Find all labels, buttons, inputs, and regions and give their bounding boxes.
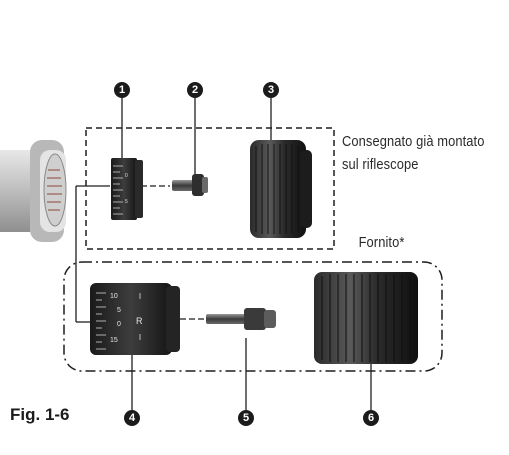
callout-badge-6: 6 [363, 410, 379, 426]
upper-dial-part [111, 158, 143, 220]
callout-badge-4: 4 [124, 410, 140, 426]
lower-dial-markings: 10 5 0 15 R [110, 293, 143, 344]
long-screw-part [206, 308, 276, 330]
lower-dial-mark: R [136, 316, 143, 326]
small-screw-part [172, 174, 208, 196]
callout-badge-3: 3 [263, 82, 279, 98]
upper-dial-mark: 5 [125, 199, 128, 205]
lower-dial-part [90, 283, 180, 355]
riflescope-body [0, 140, 67, 242]
lower-cap-knob-part [314, 272, 418, 364]
preassembled-label-line2: sul riflescope [342, 156, 419, 173]
callout-badge-2: 2 [187, 82, 203, 98]
lower-dial-mark: 5 [117, 307, 121, 314]
supplied-label: Fornito* [356, 234, 408, 251]
lower-dial-mark: 15 [110, 337, 118, 344]
upper-cap-knob-part [250, 140, 312, 238]
preassembled-group-box [85, 127, 335, 250]
figure-caption: Fig. 1-6 [10, 405, 70, 424]
callout-badge-5: 5 [238, 410, 254, 426]
lower-dial-mark: 0 [117, 321, 121, 328]
preassembled-label-line1: Consegnato già montato [342, 133, 485, 150]
supplied-group-box [63, 261, 443, 372]
callout-badge-1: 1 [114, 82, 130, 98]
upper-dial-mark: 0 [125, 173, 128, 179]
lower-dial-mark: 10 [110, 293, 118, 300]
upper-dial-markings: 0 5 [125, 173, 128, 205]
